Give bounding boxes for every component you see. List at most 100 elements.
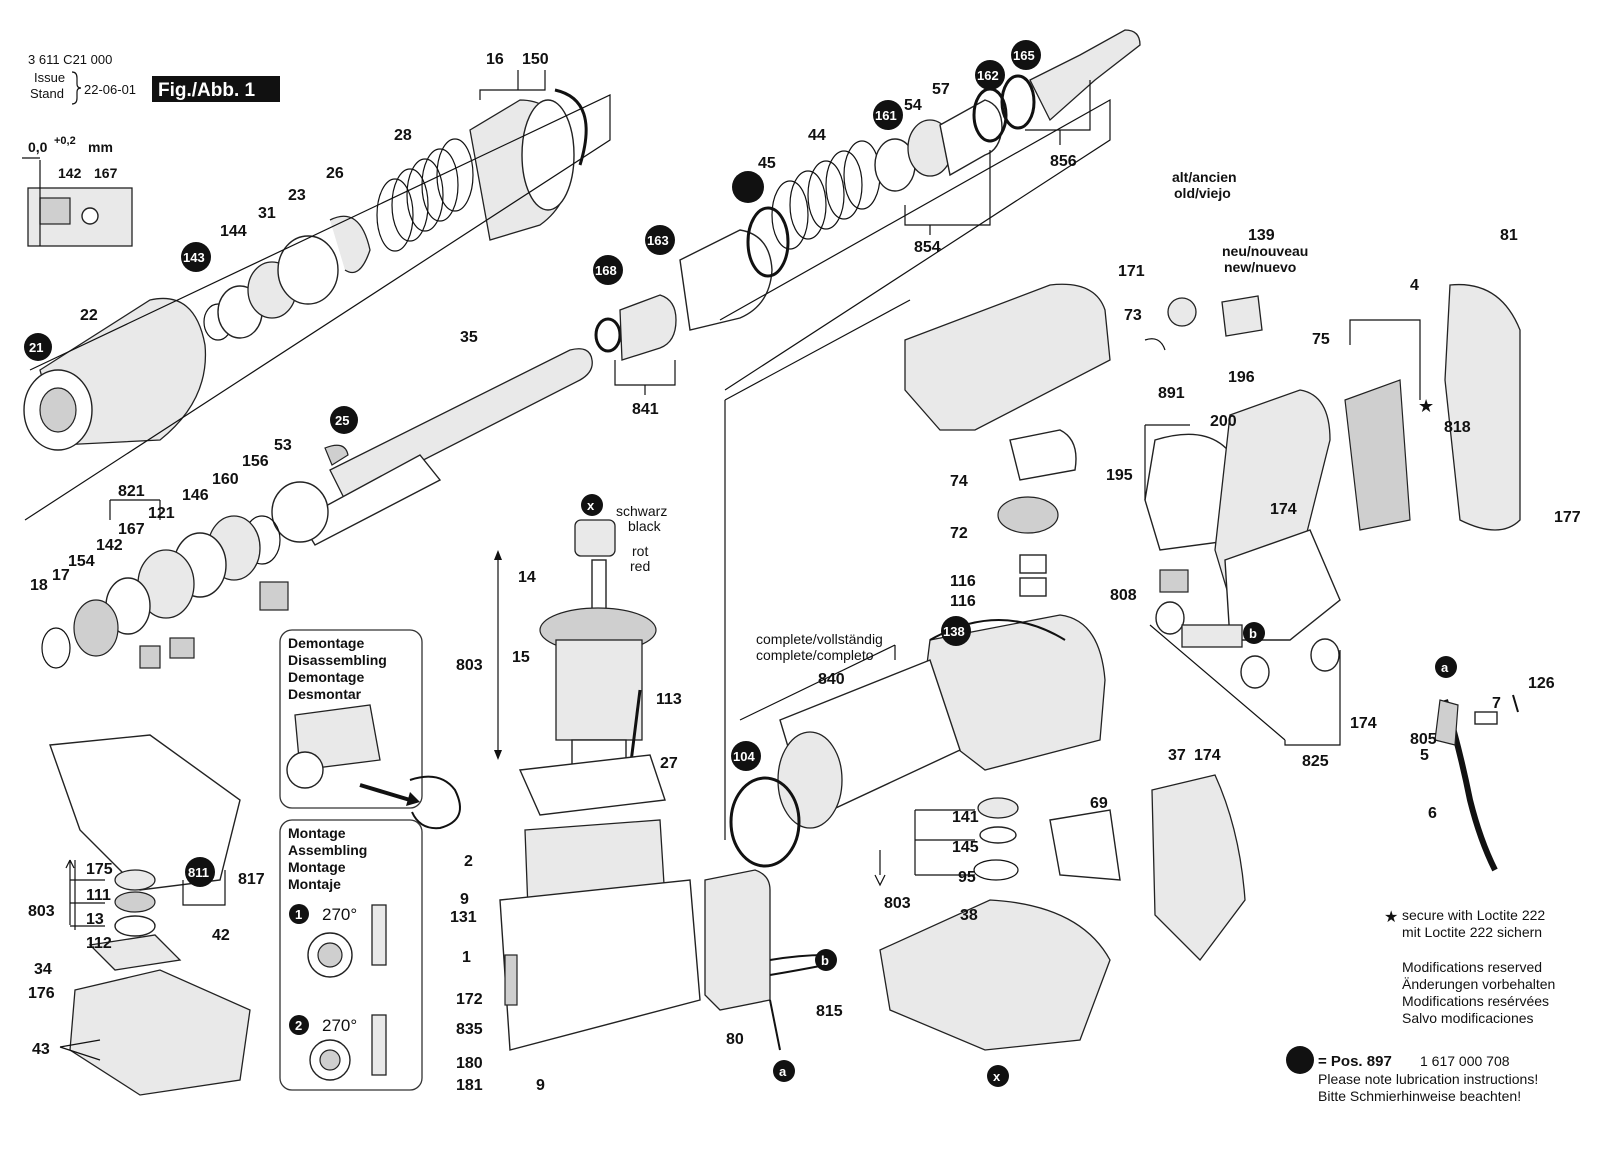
- wire-label-rot: rot: [632, 543, 648, 559]
- part-label-175: 175: [86, 861, 113, 878]
- dimension-value: 0,0: [28, 139, 48, 155]
- motor-group: [494, 519, 701, 1051]
- brush-holder-part-4: [1344, 379, 1411, 531]
- handle-cover-part-81: [1444, 283, 1521, 531]
- cover-part-37: [1151, 774, 1246, 961]
- part-label-57: 57: [932, 81, 950, 98]
- baffle-part-27: [518, 754, 666, 816]
- part-label-111: 111: [86, 887, 111, 904]
- lubrication-note-de: Bitte Schmierhinweise beachten!: [1318, 1088, 1521, 1104]
- lubricant-legend-dot: [1286, 1046, 1314, 1074]
- part-label-156: 156: [242, 453, 269, 470]
- loctite-note-de: mit Loctite 222 sichern: [1402, 924, 1542, 940]
- part-label-818: 818: [1444, 419, 1471, 436]
- spring-part-44: [771, 140, 881, 250]
- part-label-150: 150: [522, 51, 549, 68]
- lubrication-note-en: Please note lubrication instructions!: [1318, 1071, 1538, 1087]
- part-label-121: 121: [148, 505, 175, 522]
- inset-label-167: 167: [94, 165, 118, 181]
- bearing-part-111: [114, 869, 156, 891]
- washer-part-53: [271, 481, 329, 543]
- striker-part-57: [939, 99, 1003, 177]
- svg-text:b: b: [1249, 626, 1257, 641]
- badge-b-switch: b: [815, 949, 837, 971]
- complete-label-1: complete/vollständig: [756, 631, 883, 647]
- part-label-177: 177: [1554, 509, 1581, 526]
- striker-envelope-line: [719, 98, 1111, 391]
- wire-label-black: black: [628, 518, 662, 534]
- badge-a-cord: a: [1435, 656, 1457, 678]
- grease-brush-shape-3: [169, 637, 195, 659]
- part-label-815: 815: [816, 1003, 843, 1020]
- part-label-840: 840: [818, 671, 845, 688]
- part-label-31: 31: [258, 205, 276, 222]
- housing-front-flange-shape: [777, 731, 843, 829]
- step-badge-1: [289, 904, 309, 924]
- part-label-45: 45: [758, 155, 776, 172]
- part-number-labels: 16 150 28 26 23 31 144 22 35 53 156 160 …: [28, 51, 1581, 1094]
- svg-text:811: 811: [188, 865, 209, 880]
- svg-text:a: a: [779, 1064, 787, 1079]
- part-label-180: 180: [456, 1055, 483, 1072]
- bearing-part-14: [574, 519, 616, 557]
- svg-text:143: 143: [183, 250, 205, 265]
- svg-text:25: 25: [335, 413, 349, 428]
- seal-dimension-inset: 0,0 +0,2 mm 142 167: [22, 135, 133, 247]
- part-label-808: 808: [1110, 587, 1137, 604]
- stand-label: Stand: [30, 86, 64, 101]
- svg-text:165: 165: [1013, 48, 1035, 63]
- part-label-835: 835: [456, 1021, 483, 1038]
- svg-text:162: 162: [977, 68, 999, 83]
- figure-badge: [152, 76, 280, 102]
- damper-part-139-new: [1221, 295, 1263, 337]
- damper-part-139-old: [1167, 297, 1197, 327]
- part-label-200: 200: [1210, 413, 1237, 430]
- part-label-18: 18: [30, 577, 48, 594]
- seal-lip-shape: [39, 197, 71, 225]
- part-label-817: 817: [238, 871, 265, 888]
- wire-shape-a: [769, 999, 781, 1051]
- o-ring-part-168: [594, 317, 622, 353]
- spring-coil-shape: [409, 775, 461, 830]
- arrow-icon: [359, 783, 411, 802]
- o-ring-part-104: [729, 776, 801, 868]
- part-label-126: 126: [1528, 675, 1555, 692]
- screw-part-126: [1512, 694, 1519, 713]
- part-label-174a: 174: [1270, 501, 1297, 518]
- brush-illustration-1: [371, 904, 387, 966]
- part-label-22: 22: [80, 307, 98, 324]
- hammer-tube-group: [41, 348, 593, 669]
- modifications-note-de: Änderungen vorbehalten: [1402, 976, 1555, 992]
- document-number: 3 611 C21 000: [28, 52, 112, 67]
- part-label-139: 139: [1248, 227, 1275, 244]
- part-label-154: 154: [68, 553, 95, 570]
- lever-part-74: [1009, 429, 1077, 481]
- part-label-181: 181: [456, 1077, 483, 1094]
- star-icon: ★: [1418, 396, 1434, 416]
- pos-number: 1 617 000 708: [1420, 1053, 1510, 1069]
- part-label-131: 131: [450, 909, 477, 926]
- part-label-73: 73: [1124, 307, 1142, 324]
- part-label-174c: 174: [1194, 747, 1221, 764]
- ring-part-18: [41, 627, 71, 669]
- montage-line-4: Montaje: [288, 876, 341, 892]
- part-label-167: 167: [118, 521, 145, 538]
- switch-group: [704, 869, 826, 1051]
- inset-label-142: 142: [58, 165, 82, 181]
- part-label-171: 171: [1118, 263, 1145, 280]
- loctite-note-en: secure with Loctite 222: [1402, 907, 1545, 923]
- plate-part-34: [88, 934, 182, 971]
- lower-left-group: [49, 734, 251, 1096]
- seal-ring-shape: [81, 207, 99, 225]
- part-label-81: 81: [1500, 227, 1518, 244]
- cord-clamp-part-7: [1474, 711, 1498, 725]
- cord-protector-part-805: [1434, 699, 1459, 746]
- part-label-174b: 174: [1350, 715, 1377, 732]
- striker-assembly-group: [594, 29, 1141, 391]
- part-label-23: 23: [288, 187, 306, 204]
- gear-ring-part-17: [73, 599, 119, 657]
- part-label-26: 26: [326, 165, 344, 182]
- part-label-4: 4: [1410, 277, 1419, 294]
- key-part-25: [324, 444, 349, 466]
- wire-label-schwarz: schwarz: [616, 503, 667, 519]
